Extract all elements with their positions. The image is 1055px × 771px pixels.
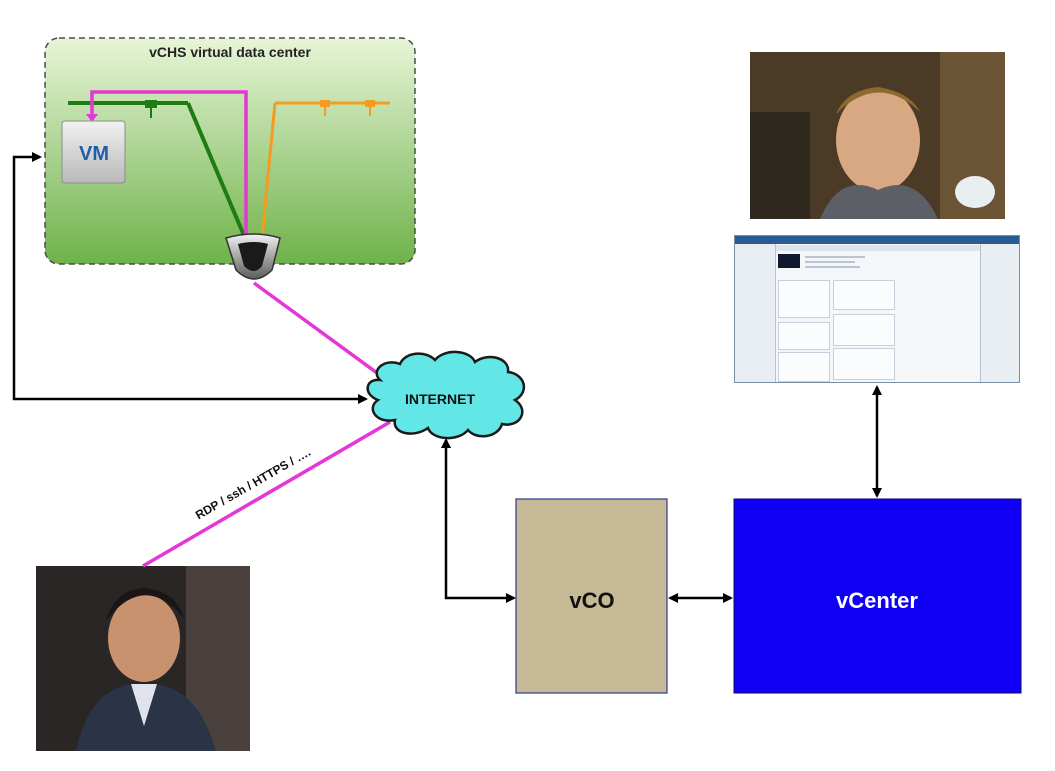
screenshot-text-line [805, 256, 865, 258]
protocol-link [142, 420, 391, 568]
photo-person-top [750, 52, 1005, 219]
screenshot-panel [833, 348, 895, 380]
screenshot-text-line [805, 261, 855, 263]
arrow-internet-to-datacenter [12, 152, 368, 404]
vcenter-box [733, 498, 1022, 694]
protocols-label: RDP / ssh / HTTPS / …. [193, 445, 313, 522]
screenshot-panel [778, 352, 830, 382]
screenshot-panel [778, 322, 830, 350]
arrow-internet-to-vco [441, 438, 516, 603]
screenshot-panel [833, 314, 895, 346]
edge-gateway-shield-icon [225, 233, 281, 280]
vm-label: VM [79, 143, 109, 165]
vm-box: VM [61, 120, 126, 184]
internet-label: INTERNET [405, 391, 475, 407]
vcenter-web-client-screenshot [734, 235, 1020, 383]
internet-cloud-icon [366, 350, 526, 440]
screenshot-tab-bar [776, 245, 980, 251]
screenshot-tasks-pane [980, 244, 1019, 382]
datacenter-title: vCHS virtual data center [149, 44, 311, 60]
screenshot-titlebar [735, 236, 1019, 244]
vcenter-label: vCenter [836, 588, 918, 613]
vco-label: vCO [569, 588, 614, 613]
screenshot-panel [833, 280, 895, 310]
screenshot-panel [778, 280, 830, 318]
screenshot-text-line [805, 266, 860, 268]
screenshot-navigator-pane [735, 244, 776, 382]
vco-box [515, 498, 668, 694]
screenshot-console-thumbnail [778, 254, 800, 268]
photo-person-bottom [36, 566, 250, 751]
